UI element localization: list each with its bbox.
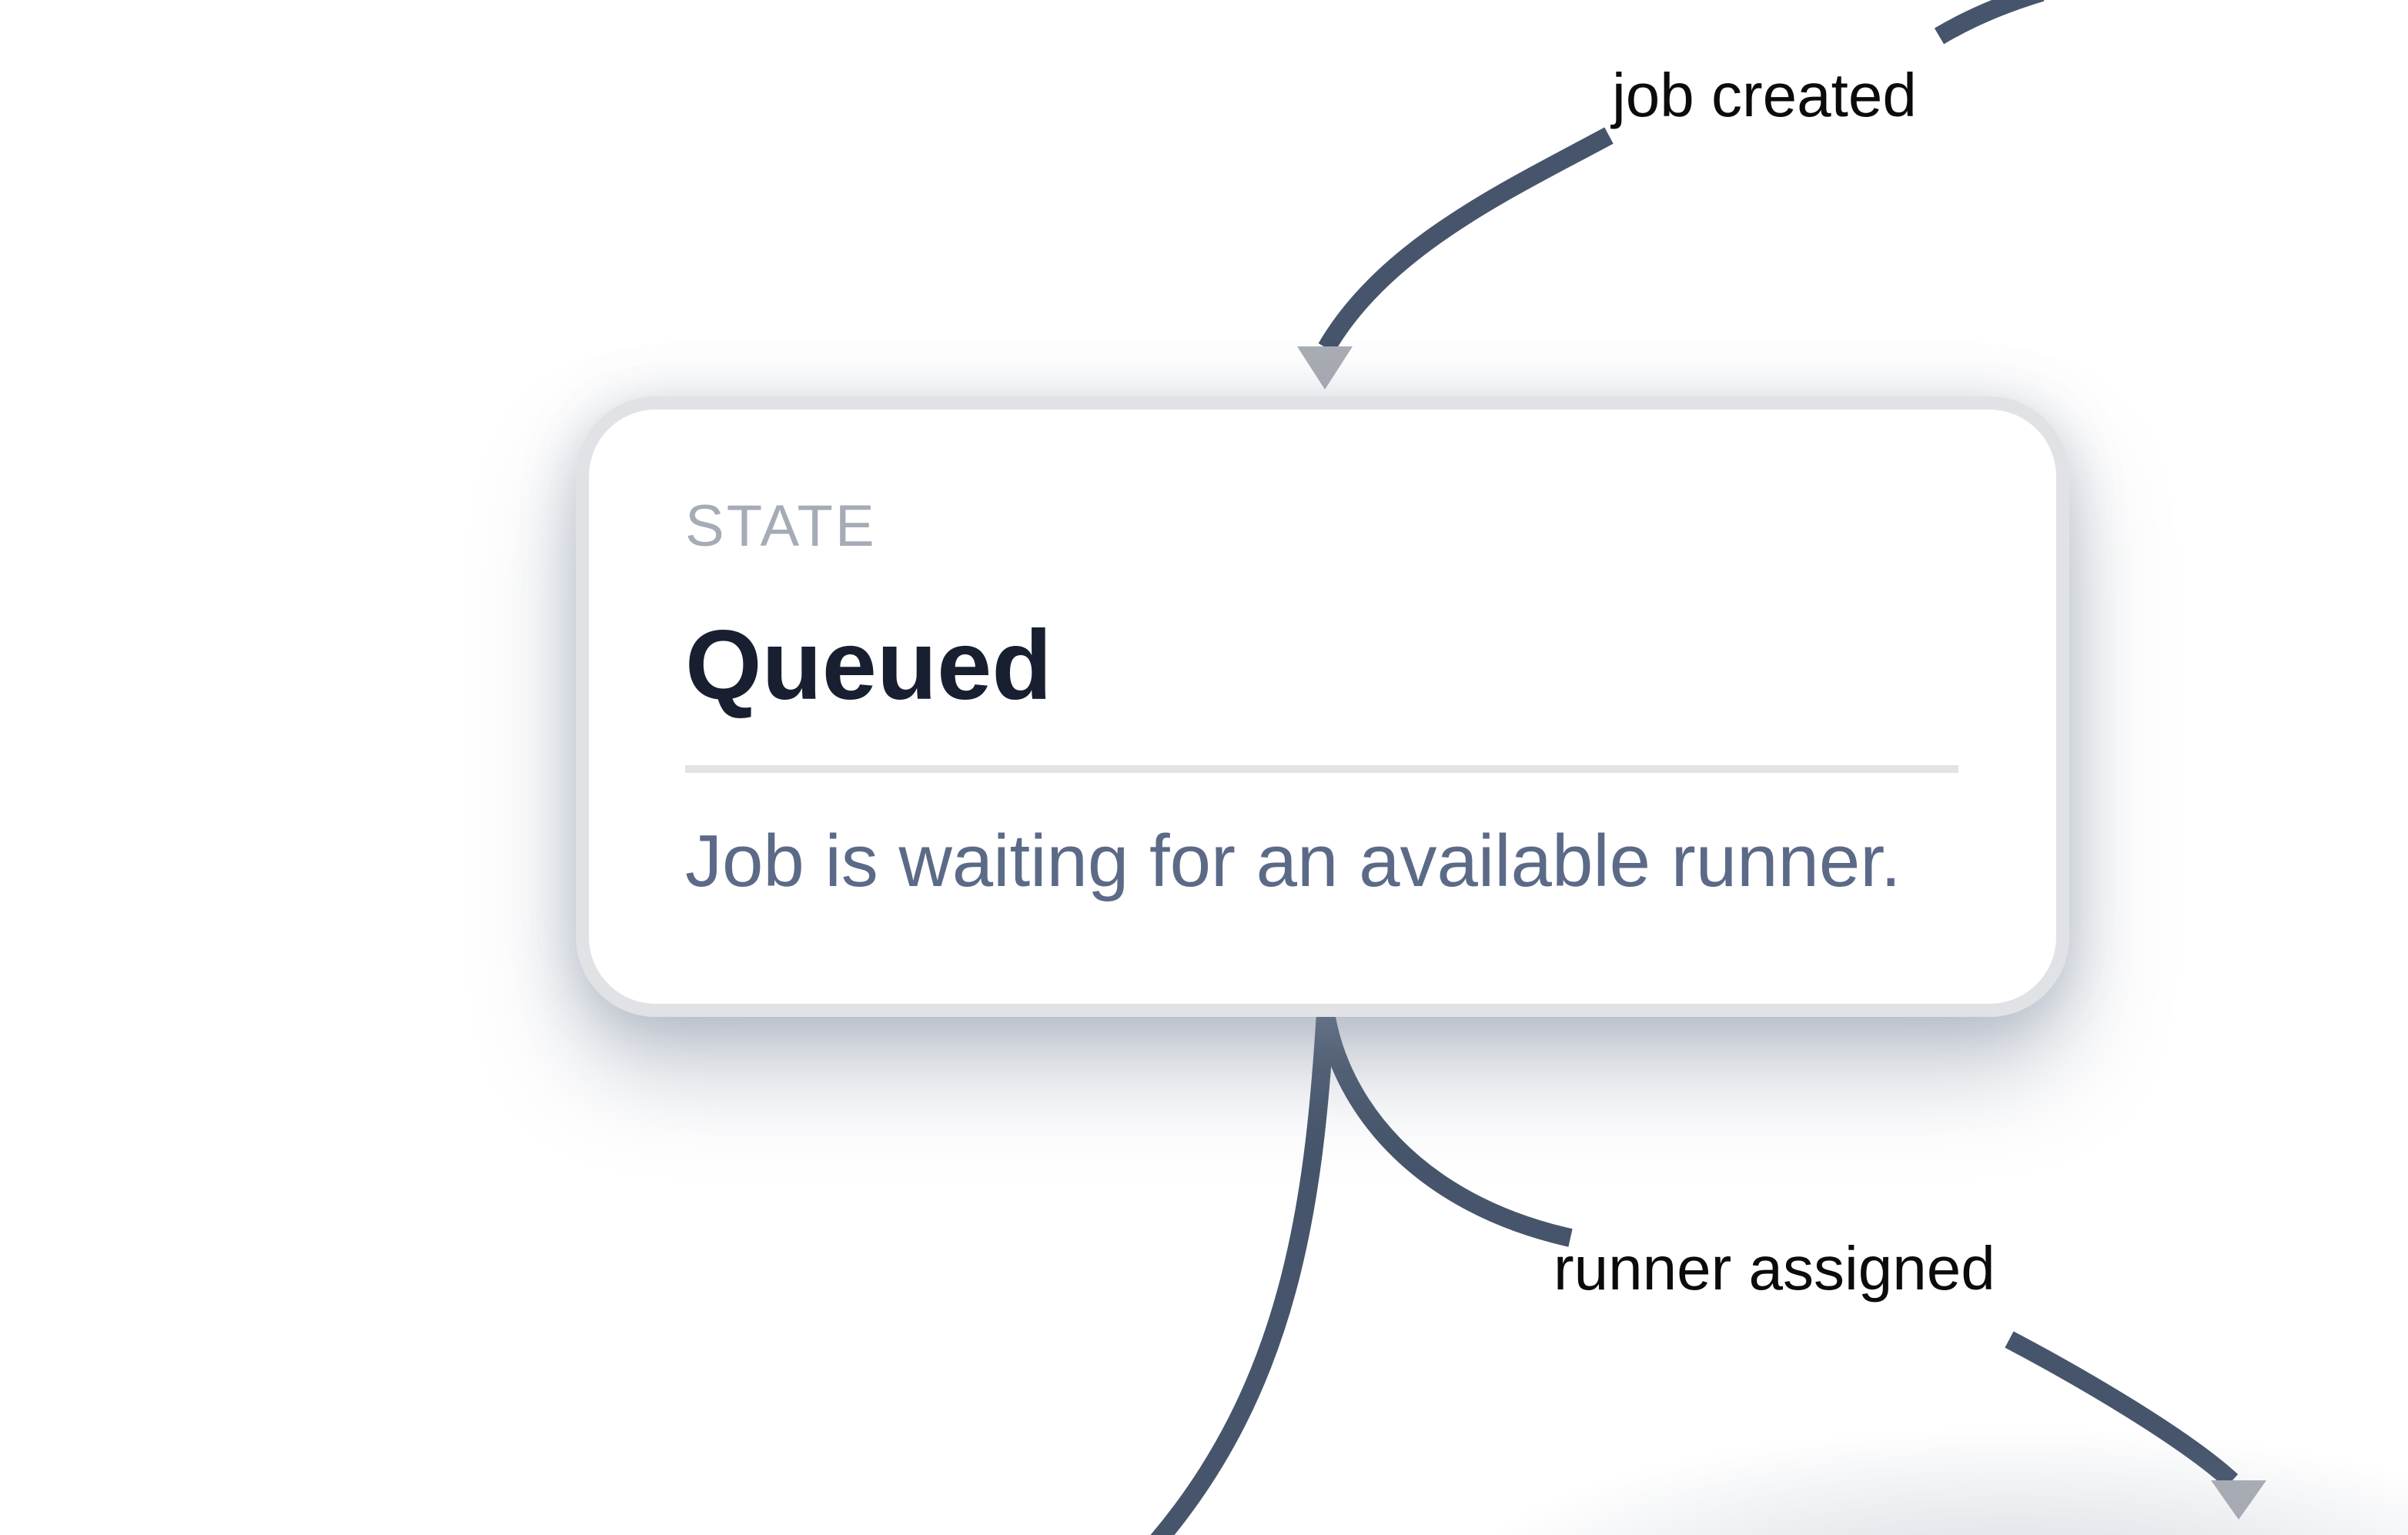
edge-job-created-lower-segment — [1318, 127, 1614, 353]
edge-queued-exit-left-segment — [1150, 1012, 1335, 1535]
edge-label-job-created: job created — [1612, 61, 1917, 129]
edge-job-created-upper-segment — [1934, 0, 2045, 45]
edge-label-runner-assigned: runner assigned — [1553, 1234, 1995, 1303]
state-kicker-label: STATE — [685, 493, 877, 559]
state-title: Queued — [685, 610, 1052, 721]
edge-runner-assigned-upper-segment — [1316, 1012, 1573, 1247]
edge-runner-assigned-lower-segment — [2005, 1331, 2239, 1488]
arrowhead-into-queued-icon — [1297, 346, 1353, 390]
state-card-divider — [685, 765, 1958, 773]
state-node-queued[interactable]: STATE Queued Job is waiting for an avail… — [576, 396, 2069, 1017]
arrowhead-into-next-state-icon — [2211, 1480, 2266, 1520]
state-description: Job is waiting for an available runner. — [685, 820, 1901, 902]
